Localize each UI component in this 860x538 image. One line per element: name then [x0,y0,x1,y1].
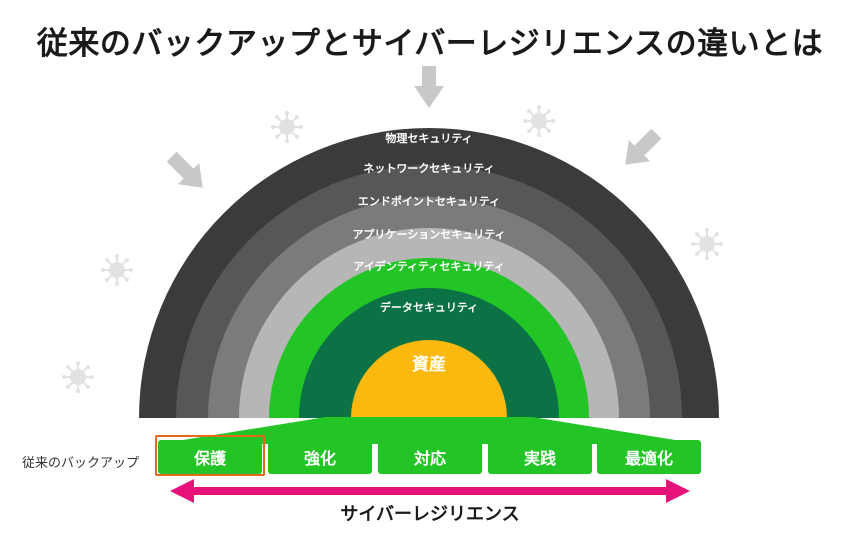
step-respond: 対応 [378,440,482,474]
core-assets-label: 資産 [412,354,446,375]
layer-endpoint-label: エンドポイントセキュリティ [358,194,500,208]
traditional-backup-label: 従来のバックアップ [22,456,140,471]
step-strengthen: 強化 [268,440,372,474]
security-layers: 物理セキュリティネットワークセキュリティエンドポイントセキュリティアプリケーショ… [139,128,719,418]
step-practice: 実践 [488,440,592,474]
layer-identity-label: アイデンティティセキュリティ [353,259,504,273]
virus-icon [691,228,723,260]
page-title: 従来のバックアップとサイバーレジリエンスの違いとは [36,26,824,62]
layer-data-label: データセキュリティ [380,300,478,314]
threat-arrow-left [166,151,203,188]
layer-application-label: アプリケーションセキュリティ [352,227,505,241]
cyber-resilience-label: サイバーレジリエンス [340,504,520,525]
virus-icon [62,361,94,393]
resilience-arrow [170,479,690,503]
threat-arrow-top [414,66,444,108]
core-assets [351,340,507,418]
layer-physical-label: 物理セキュリティ [385,131,472,145]
virus-icon [523,105,555,137]
threat-arrow-right [625,128,662,165]
base-funnel [158,417,700,444]
traditional-backup-highlight [155,435,265,476]
virus-icon [271,111,303,143]
virus-icon [101,254,133,286]
step-protect: 保護 [158,440,262,474]
layer-network-label: ネットワークセキュリティ [363,162,494,175]
step-optimize: 最適化 [597,440,701,474]
